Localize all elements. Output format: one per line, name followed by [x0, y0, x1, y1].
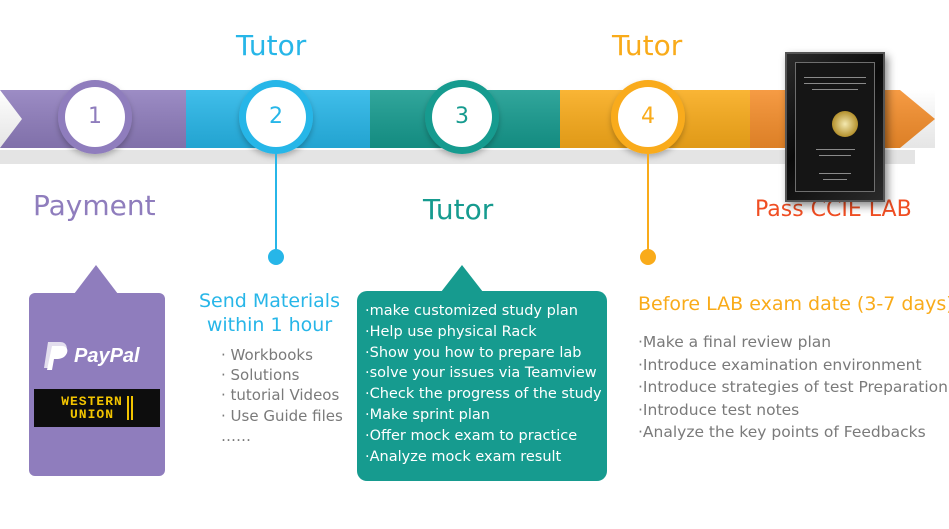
step-1-number: 1 — [88, 104, 102, 129]
list-item: ·Introduce test notes — [638, 400, 800, 419]
materials-title-line-1: Send Materials — [199, 290, 340, 312]
step-2-number: 2 — [269, 104, 283, 129]
plaque-text-line — [803, 83, 867, 84]
paypal-text: PayPal — [74, 345, 140, 367]
list-item: ·Analyze the key points of Feedbacks — [638, 423, 926, 442]
paypal-logo-icon: PayPal — [40, 340, 160, 374]
tutor-callout: ·make customized study plan ·Help use ph… — [357, 291, 607, 481]
list-item: · tutorial Videos — [221, 386, 340, 405]
band-shadow — [0, 150, 915, 164]
step-2-disc — [246, 87, 306, 147]
western-union-text: WESTERN UNION — [61, 394, 123, 422]
list-item: · Use Guide files — [221, 406, 343, 425]
plaque-text-line — [819, 155, 851, 156]
tutor-callout-list: ·make customized study plan ·Help use ph… — [365, 301, 602, 467]
step-4-number: 4 — [641, 104, 655, 129]
payment-box-pointer — [74, 265, 118, 294]
materials-title-line-2: within 1 hour — [206, 314, 333, 336]
label-tutor: Tutor — [423, 193, 494, 226]
list-item: …… — [221, 426, 251, 445]
list-item: ·Check the progress of the study — [365, 386, 602, 403]
top-label-tutor-step-4: Tutor — [612, 29, 683, 62]
plaque-text-line — [811, 89, 859, 90]
list-item: ·make customized study plan — [365, 303, 578, 319]
list-item: ·Analyze mock exam result — [365, 448, 562, 465]
tutor-callout-pointer — [441, 265, 483, 292]
list-item: ·Introduce examination environment — [638, 355, 922, 374]
list-item: ·solve your issues via Teamview — [365, 365, 597, 382]
list-item: · Workbooks — [221, 346, 313, 364]
paypal-p-icon — [44, 342, 68, 370]
list-item: ·Help use physical Rack — [365, 323, 537, 340]
western-union-bars-icon — [126, 396, 133, 420]
plaque-inner — [795, 62, 875, 192]
list-item: ·Offer mock exam to practice — [365, 427, 578, 444]
step-2-dot — [268, 249, 284, 265]
materials-title: Send Materials within 1 hour — [187, 289, 352, 337]
step-4-dot — [640, 249, 656, 265]
plaque-text-line — [819, 173, 851, 174]
label-payment: Payment — [33, 189, 156, 222]
western-union-logo-icon: WESTERN UNION — [34, 389, 160, 427]
before-lab-title: Before LAB exam date (3-7 days) — [638, 293, 949, 315]
plaque-text-line — [823, 179, 847, 180]
step-3-disc — [432, 87, 492, 147]
top-label-tutor-step-2: Tutor — [236, 29, 307, 62]
plaque-text-line — [803, 77, 867, 78]
ccie-certificate-plaque-icon — [785, 52, 885, 202]
list-item: ·Introduce strategies of test Preparatio… — [638, 378, 948, 397]
list-item: · Solutions — [221, 366, 300, 385]
list-item: ·Make a final review plan — [638, 333, 832, 351]
step-4-disc — [618, 87, 678, 147]
materials-list: · Workbooks · Solutions · tutorial Video… — [221, 345, 343, 446]
list-item: ·Make sprint plan — [365, 406, 490, 423]
before-lab-list: ·Make a final review plan ·Introduce exa… — [638, 331, 949, 444]
list-item: ·Show you how to prepare lab — [365, 344, 582, 361]
plaque-text-line — [815, 149, 855, 150]
payment-box — [29, 293, 165, 476]
step-1-disc — [65, 87, 125, 147]
step-3-number: 3 — [455, 104, 469, 129]
plaque-seal — [832, 111, 858, 137]
